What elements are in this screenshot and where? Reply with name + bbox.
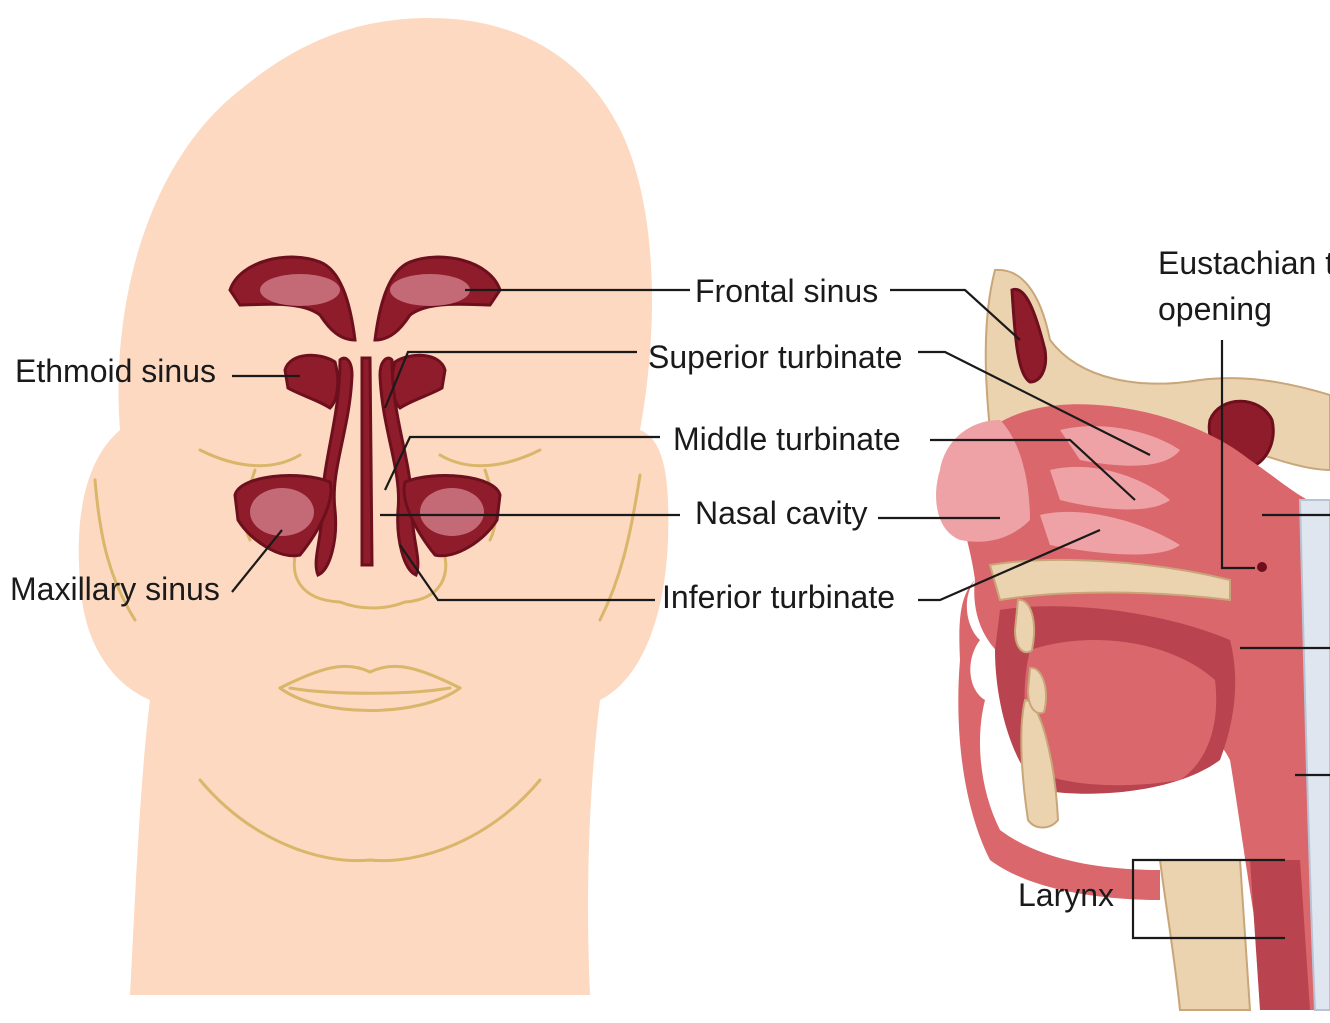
label-middle-turbinate: Middle turbinate [673,421,901,457]
label-nasal-cavity: Nasal cavity [695,495,868,531]
frontal-sinus-right-inner [390,274,470,306]
label-inferior-turbinate: Inferior turbinate [662,579,895,615]
label-larynx: Larynx [1018,877,1114,913]
head-silhouette [79,18,669,995]
label-ethmoid-sinus: Ethmoid sinus [15,353,216,389]
frontal-sinus-left-inner [260,274,340,306]
nasal-septum-center [362,358,372,565]
maxillary-sinus-right-inner [420,488,484,536]
maxillary-sinus-left-inner [250,488,314,536]
label-eustachian-line1: Eustachian tu [1158,245,1330,281]
label-frontal-sinus: Frontal sinus [695,273,878,309]
tongue [1025,640,1217,785]
label-maxillary-sinus: Maxillary sinus [10,571,220,607]
label-eustachian-line2: opening [1158,291,1272,327]
label-superior-turbinate: Superior turbinate [648,339,902,375]
front-head-illustration [79,18,669,995]
neck-tissue [1160,860,1250,1010]
trachea [1250,860,1310,1010]
eustachian-opening-dot [1257,562,1267,572]
